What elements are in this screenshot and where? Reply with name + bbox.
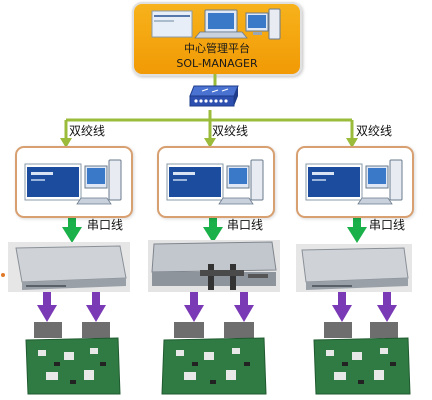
circuit-board-icon-left	[24, 322, 122, 396]
edge-marker	[1, 273, 5, 277]
central-pc-icon	[151, 8, 281, 40]
client-pc-icon	[166, 159, 264, 205]
client-pc-icon	[24, 159, 122, 205]
board-arrows-right	[332, 290, 397, 322]
central-platform-subtitle: SOL-MANAGER	[176, 57, 258, 70]
board-arrows-left	[37, 290, 106, 322]
central-platform-title: 中心管理平台	[184, 42, 250, 55]
client-pc-icon	[305, 159, 403, 205]
serial-arrow-middle	[203, 213, 223, 243]
drop-arrow-middle	[204, 138, 216, 148]
client-box-right	[296, 146, 414, 218]
client-box-middle	[157, 146, 275, 218]
serial-line-label-left: 串口线	[87, 218, 124, 232]
twisted-pair-label-middle: 双绞线	[212, 124, 249, 138]
serial-line-label-middle: 串口线	[227, 218, 264, 232]
serial-arrow-left	[62, 213, 82, 243]
switch-icon	[189, 85, 239, 107]
twisted-pair-label-left: 双绞线	[69, 124, 106, 138]
serial-arrow-right	[347, 213, 367, 243]
drop-arrow-left	[60, 138, 72, 148]
twisted-pair-label-right: 双绞线	[356, 124, 393, 138]
circuit-board-icon-right	[312, 322, 412, 396]
central-management-box: 中心管理平台 SOL-MANAGER	[132, 2, 302, 76]
serial-line-label-right: 串口线	[369, 218, 406, 232]
client-box-left	[15, 146, 133, 218]
board-arrows-middle	[184, 290, 254, 322]
circuit-board-icon-middle	[160, 322, 268, 396]
server-icon-left	[8, 242, 130, 292]
drop-arrow-right	[346, 138, 358, 148]
server-icon-middle	[148, 240, 280, 292]
server-icon-right	[296, 244, 412, 292]
